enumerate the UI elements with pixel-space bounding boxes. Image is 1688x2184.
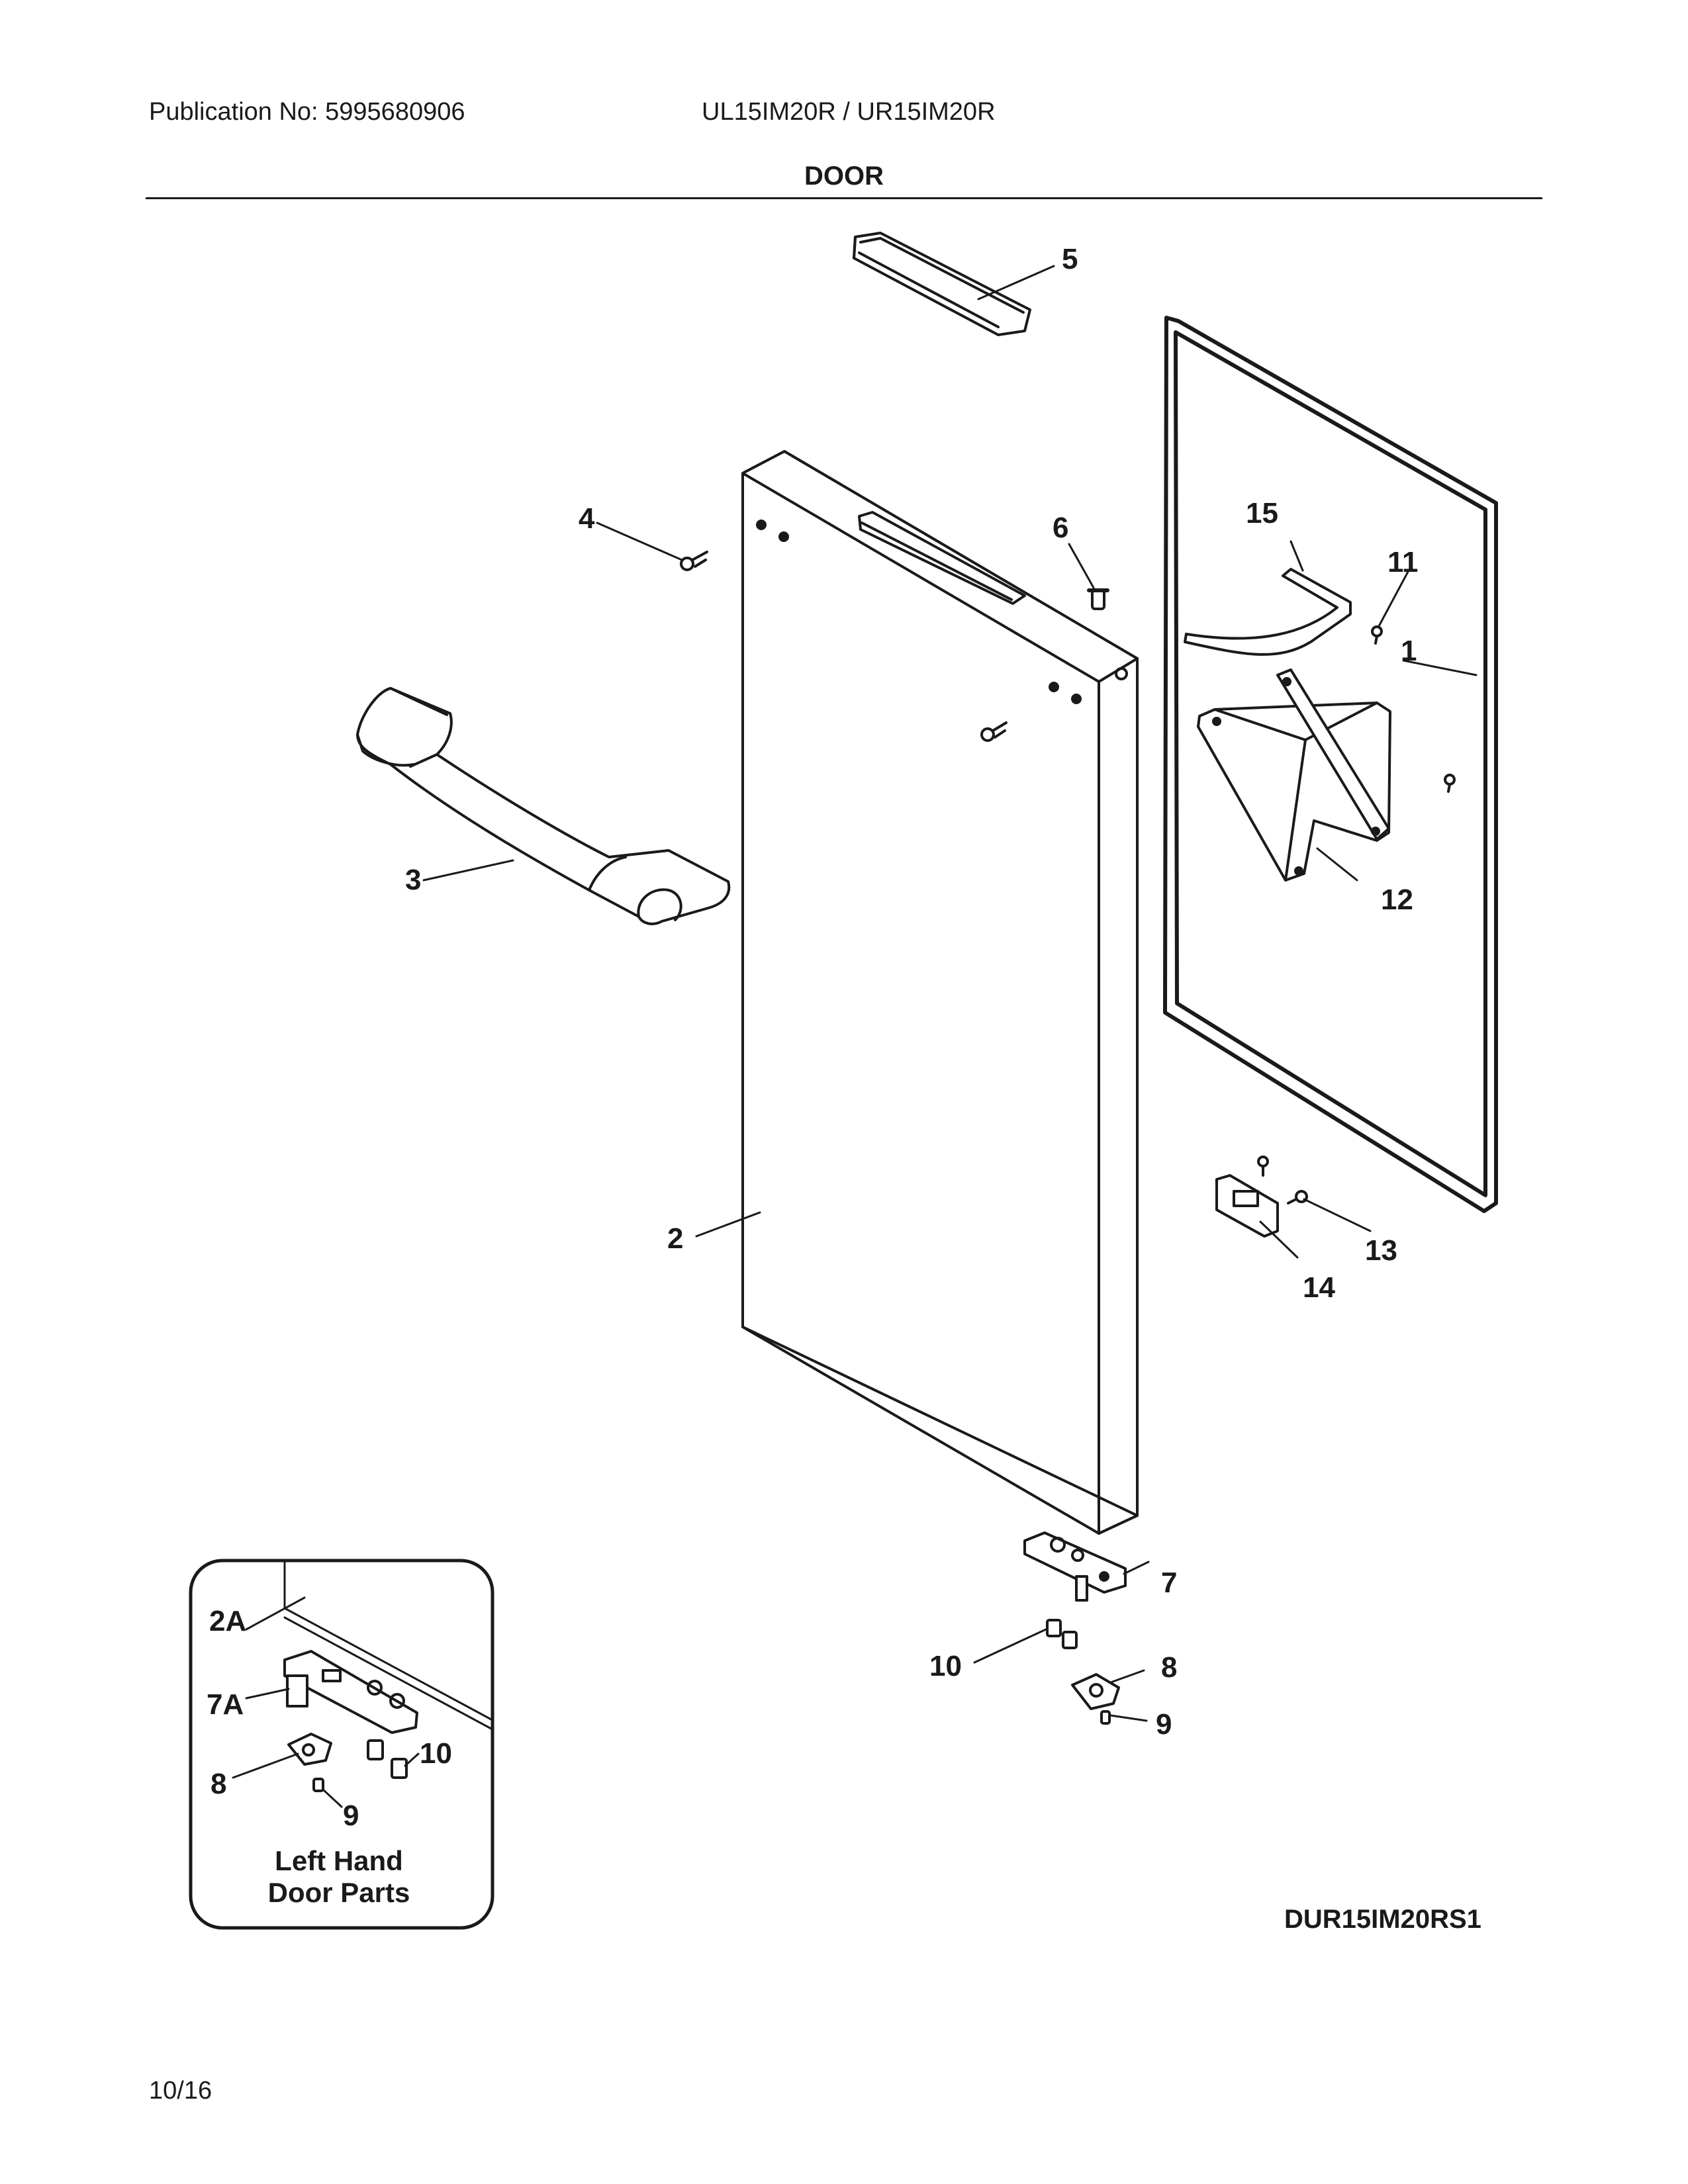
inset-callout-2a: 2A [209, 1605, 246, 1637]
shelf-rail-part [1184, 568, 1352, 656]
callout-7: 7 [1161, 1567, 1177, 1599]
callout-14: 14 [1303, 1271, 1335, 1304]
callout-6: 6 [1053, 512, 1068, 544]
callout-10: 10 [929, 1650, 962, 1682]
inset-callout-10: 10 [420, 1737, 452, 1770]
callout-1: 1 [1401, 635, 1417, 667]
inset-callout-7a: 7A [207, 1688, 244, 1721]
small-screw-part [1100, 1710, 1111, 1725]
top-hinge-cover-part [853, 232, 1031, 336]
left-hand-parts-inset [189, 1559, 494, 1930]
inset-callout-9: 9 [343, 1799, 359, 1832]
door-handle-part [356, 687, 731, 925]
callout-5: 5 [1062, 243, 1078, 275]
publication-number: Publication No: 5995680906 [149, 98, 465, 126]
inset-caption-line2: Door Parts [268, 1877, 410, 1908]
callout-13: 13 [1365, 1234, 1397, 1267]
screw-part-13 [1287, 1190, 1308, 1205]
handle-screw-part [980, 721, 1008, 742]
callout-9: 9 [1156, 1708, 1172, 1741]
inset-caption-line1: Left Hand [275, 1845, 403, 1876]
leader-lines [422, 265, 1477, 1722]
section-title: DOOR [804, 161, 884, 191]
callout-4: 4 [579, 502, 595, 535]
callout-15: 15 [1246, 497, 1278, 529]
footer-date: 10/16 [149, 2077, 212, 2105]
inset-callout-8: 8 [211, 1768, 226, 1800]
hinge-plate-part [1071, 1673, 1120, 1710]
screw-part-4 [680, 551, 708, 571]
model-numbers: UL15IM20R / UR15IM20R [702, 98, 996, 126]
door-stop-part [1215, 1156, 1279, 1238]
door-gasket-part [1163, 316, 1498, 1213]
hinge-bolt-part [1046, 1619, 1078, 1649]
header-rule [146, 197, 1542, 199]
diagram-code: DUR15IM20RS1 [1284, 1905, 1481, 1934]
callout-3: 3 [405, 864, 421, 896]
plug-part-6 [1087, 588, 1109, 610]
support-bracket-part [1197, 668, 1391, 882]
door-panel-part [741, 450, 1139, 1535]
callout-11: 11 [1387, 546, 1419, 578]
screw-part-11 [1371, 625, 1383, 645]
bracket-screw-part [1444, 774, 1456, 793]
callout-2: 2 [667, 1222, 683, 1255]
bottom-hinge-part [1023, 1531, 1127, 1602]
callout-8: 8 [1161, 1651, 1177, 1684]
callout-12: 12 [1381, 884, 1413, 916]
